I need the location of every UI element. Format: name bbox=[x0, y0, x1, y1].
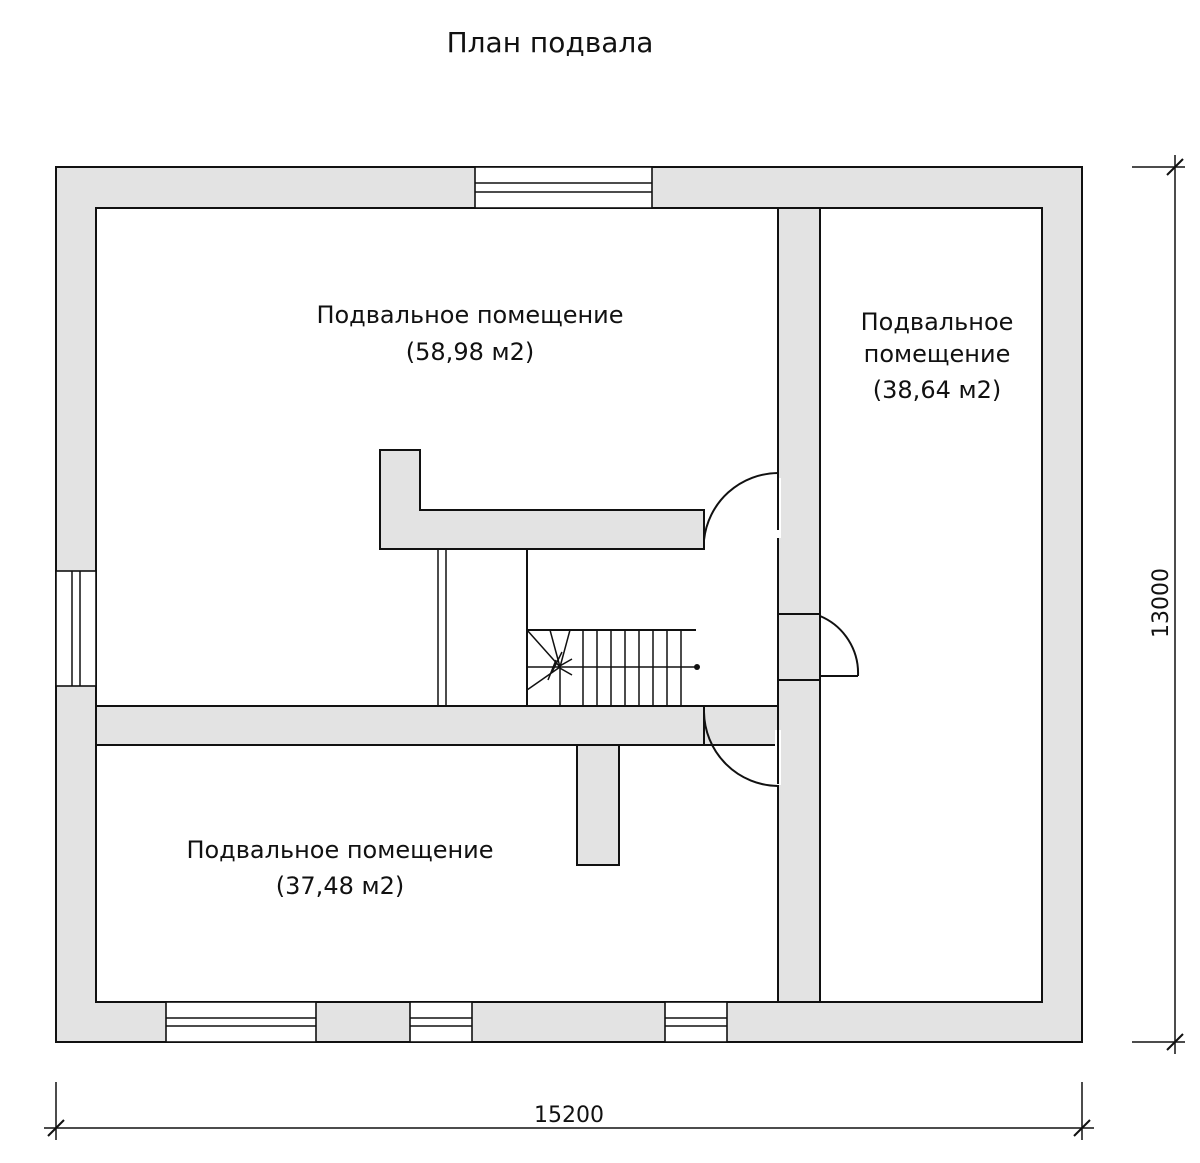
window-bottom-2 bbox=[409, 1001, 473, 1043]
outer-walls bbox=[55, 166, 1083, 1043]
room-3-name: Подвальное помещение bbox=[186, 836, 493, 864]
window-left bbox=[55, 570, 97, 687]
door-lower bbox=[703, 711, 779, 787]
partition-wall-lower bbox=[777, 679, 821, 1003]
room-1-area: (58,98 м2) bbox=[406, 338, 534, 366]
room-2-name-line1: Подвальное bbox=[861, 308, 1014, 336]
partition-wall-upper bbox=[777, 207, 821, 615]
door-right bbox=[819, 615, 860, 677]
dimension-width-label: 15200 bbox=[534, 1103, 604, 1128]
window-bottom-1 bbox=[165, 1001, 317, 1043]
plan-title: План подвала bbox=[447, 26, 654, 59]
door-upper bbox=[703, 472, 779, 541]
dimension-height: 13000 bbox=[1132, 155, 1185, 1054]
room-3-area: (37,48 м2) bbox=[276, 872, 404, 900]
dimension-width: 15200 bbox=[44, 1082, 1094, 1140]
wall-stub bbox=[576, 744, 620, 866]
room-2-name-line2: помещение bbox=[864, 340, 1011, 368]
staircase bbox=[437, 548, 700, 707]
room-2-area: (38,64 м2) bbox=[873, 376, 1001, 404]
dimension-height-label: 13000 bbox=[1149, 568, 1174, 638]
window-bottom-3 bbox=[664, 1001, 728, 1043]
horizontal-wall bbox=[95, 705, 705, 746]
stair-enclosure-wall bbox=[379, 449, 705, 550]
room-1-name: Подвальное помещение bbox=[316, 301, 623, 329]
window-top bbox=[474, 166, 653, 209]
